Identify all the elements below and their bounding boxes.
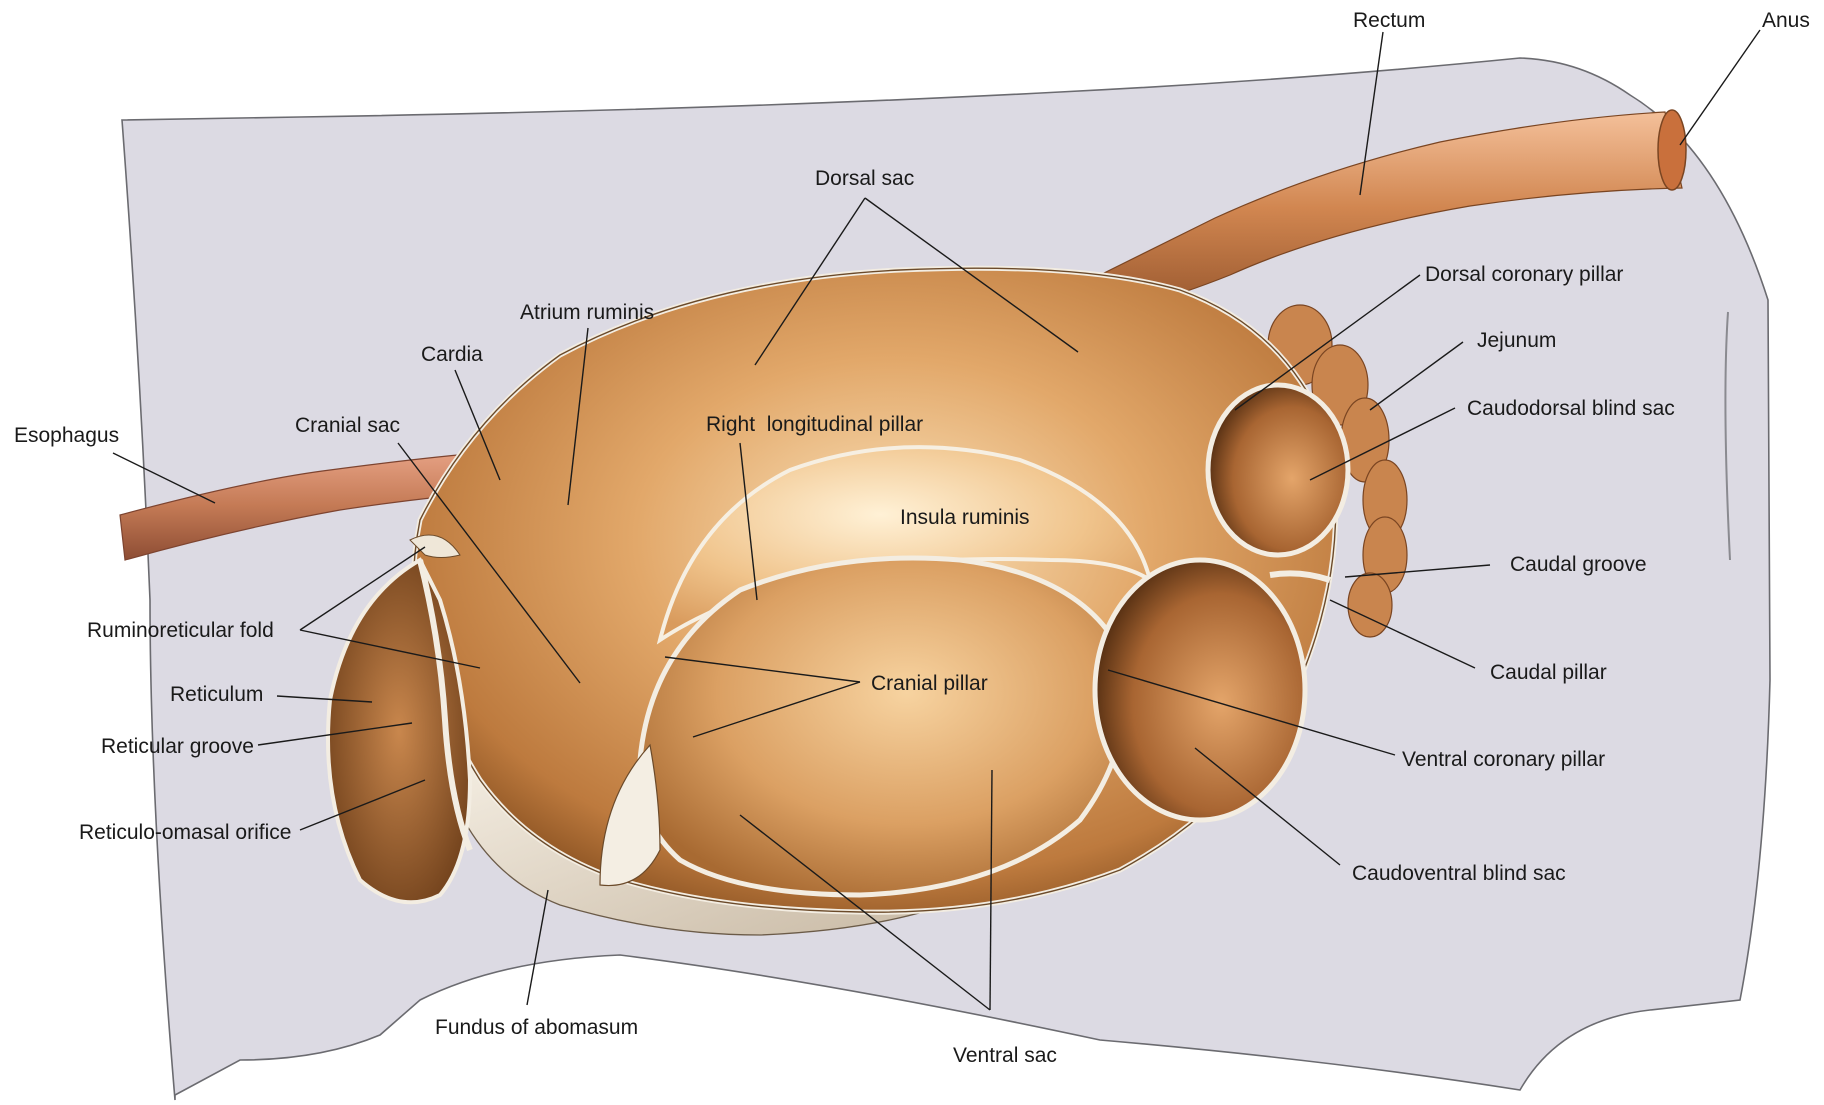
caudoventral-blind-sac-shape (1095, 560, 1305, 820)
caudodorsal-blind-sac-shape (1208, 385, 1348, 555)
label-cardia: Cardia (421, 343, 483, 366)
label-caudal-pillar: Caudal pillar (1490, 661, 1607, 684)
label-jejunum: Jejunum (1477, 329, 1556, 352)
label-ventral-coronary-pillar: Ventral coronary pillar (1402, 748, 1605, 771)
label-esophagus: Esophagus (14, 424, 119, 447)
label-ventral-sac: Ventral sac (953, 1044, 1057, 1067)
anus-opening (1658, 110, 1686, 190)
label-cranial-sac: Cranial sac (295, 414, 400, 437)
label-cranial-pillar: Cranial pillar (871, 672, 988, 695)
label-insula-ruminis: Insula ruminis (900, 506, 1030, 529)
label-anus: Anus (1762, 9, 1810, 32)
label-rectum: Rectum (1353, 9, 1425, 32)
label-right-longitudinal-pillar: Right longitudinal pillar (706, 413, 923, 436)
label-atrium-ruminis: Atrium ruminis (520, 301, 654, 324)
label-ruminoreticular-fold: Ruminoreticular fold (87, 619, 274, 642)
label-reticulo-omasal-orifice: Reticulo-omasal orifice (79, 821, 291, 844)
leader-anus (1680, 30, 1760, 145)
label-reticular-groove: Reticular groove (101, 735, 254, 758)
label-caudal-groove: Caudal groove (1510, 553, 1647, 576)
label-dorsal-coronary-pillar: Dorsal coronary pillar (1425, 263, 1623, 286)
label-reticulum: Reticulum (170, 683, 263, 706)
label-dorsal-sac: Dorsal sac (815, 167, 914, 190)
label-caudodorsal-blind-sac: Caudodorsal blind sac (1467, 397, 1675, 420)
label-caudoventral-blind-sac: Caudoventral blind sac (1352, 862, 1566, 885)
label-fundus-of-abomasum: Fundus of abomasum (435, 1016, 638, 1039)
